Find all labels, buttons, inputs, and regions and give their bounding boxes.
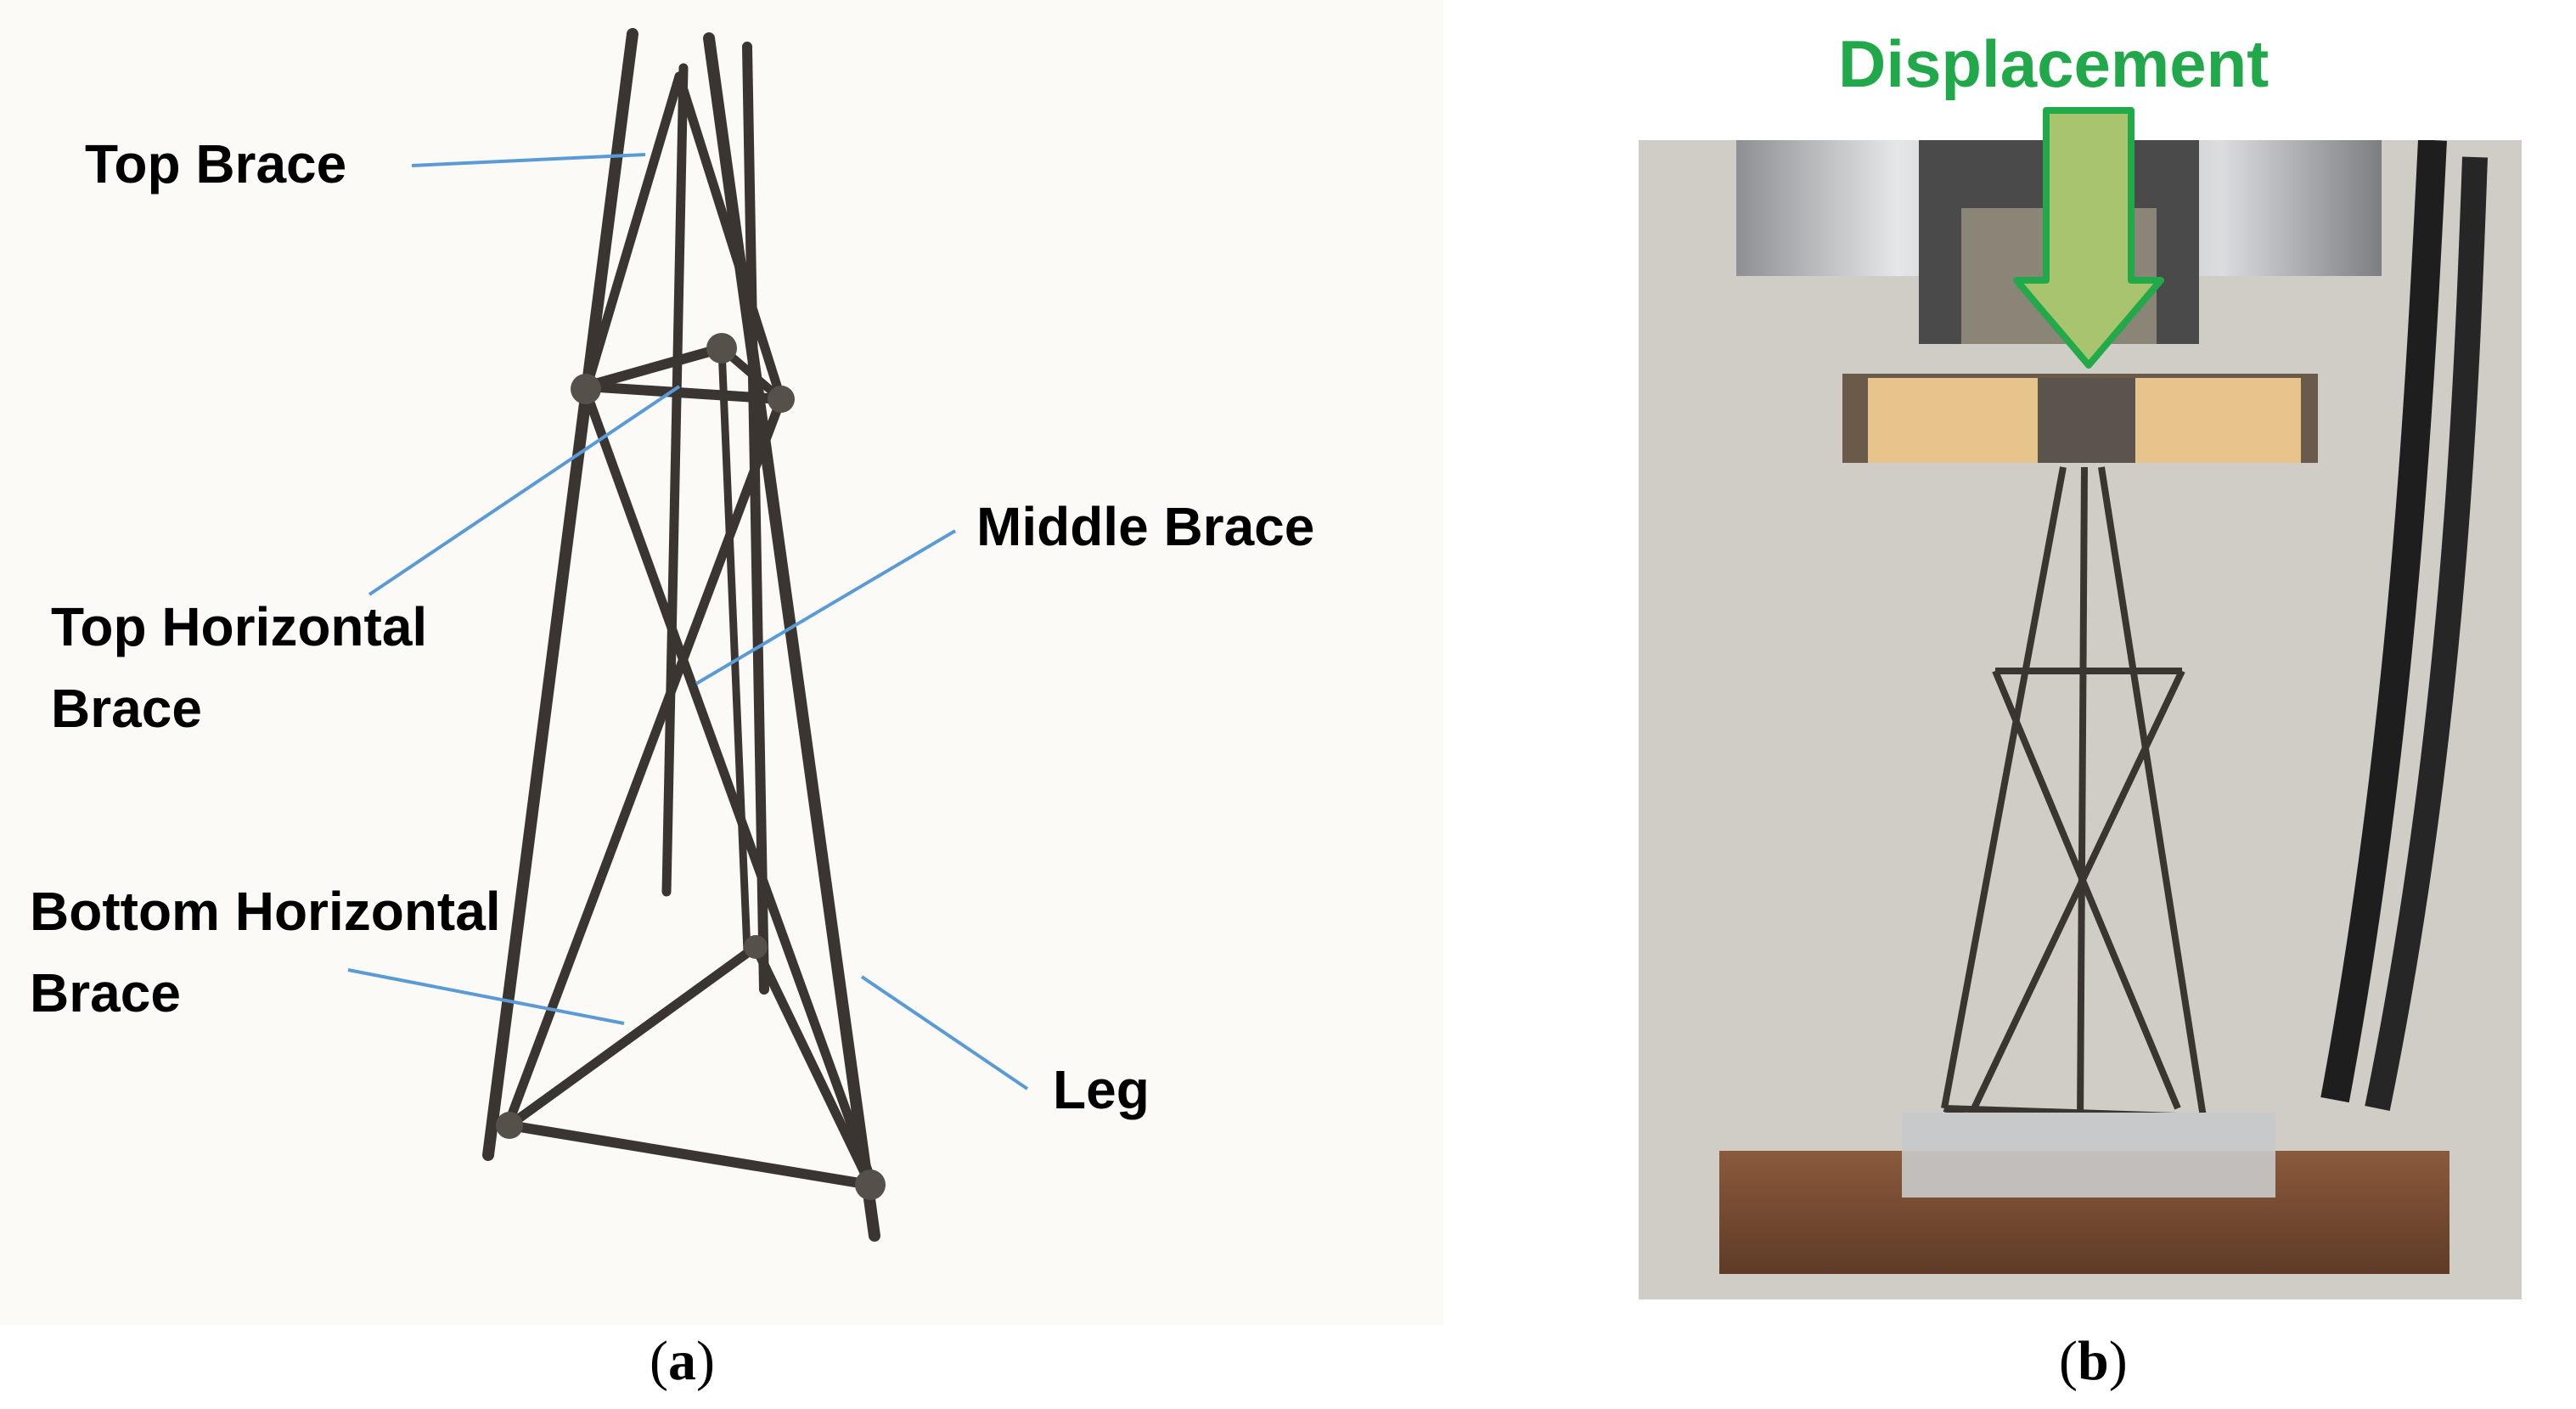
caption-a-letter: a [667,1330,696,1392]
bottom-horizontal-brace-label-line1: Bottom Horizontal [30,881,501,942]
leg-label: Leg [1053,1059,1150,1120]
displacement-label: Displacement [1838,26,2269,101]
caption-b: (b) [2059,1330,2128,1392]
caption-b-letter: b [2077,1330,2109,1392]
panel-b-photo [1639,140,2522,1299]
bottom-horizontal-brace-label-line2: Brace [30,962,181,1023]
top-horizontal-brace-label-line1: Top Horizontal [51,596,428,657]
test-rig-illustration [1719,140,2488,1274]
tripod-structure-illustration [347,28,1029,1242]
panel-a-photo: Top Brace Top Horizontal Brace Middle Br… [30,28,1315,1242]
top-horizontal-brace-label: Top Horizontal Brace [51,586,427,749]
middle-brace-label: Middle Brace [976,496,1315,557]
bottom-horizontal-brace-label: Bottom Horizontal Brace [30,871,501,1034]
top-horizontal-brace-label-line2: Brace [51,678,202,739]
top-brace-label: Top Brace [85,133,347,194]
caption-a: (a) [650,1330,715,1392]
